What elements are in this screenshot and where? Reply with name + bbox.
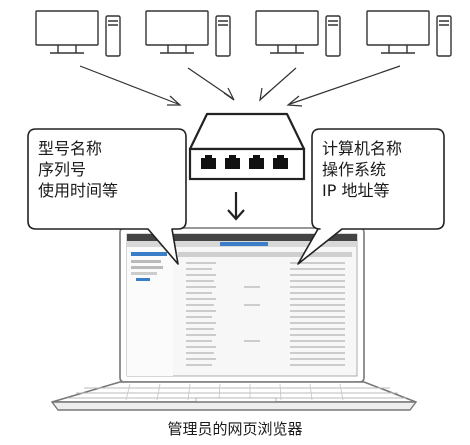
right-bubble-line: 操作系统 — [322, 160, 387, 179]
network-hub-icon — [188, 112, 306, 181]
down-arrow-icon — [227, 192, 245, 221]
right-bubble-line: IP 地址等 — [322, 181, 390, 200]
caption: 管理员的网页浏览器 — [167, 420, 303, 438]
left-bubble-text: 型号名称 序列号 使用时间等 — [38, 138, 118, 201]
right-bubble-line: 计算机名称 — [322, 139, 403, 158]
right-speech-bubble — [297, 128, 445, 265]
computer-1 — [35, 10, 121, 57]
right-bubble-text: 计算机名称 操作系统 IP 地址等 — [322, 138, 402, 201]
left-bubble-line: 序列号 — [38, 160, 87, 179]
arrows-to-hub — [79, 65, 401, 107]
left-speech-bubble — [27, 128, 187, 265]
left-bubble-line: 使用时间等 — [38, 181, 119, 200]
computer-4 — [366, 10, 452, 57]
computer-3 — [255, 10, 341, 57]
left-bubble-line: 型号名称 — [38, 139, 103, 158]
computer-2 — [145, 10, 231, 57]
laptop — [51, 227, 417, 411]
